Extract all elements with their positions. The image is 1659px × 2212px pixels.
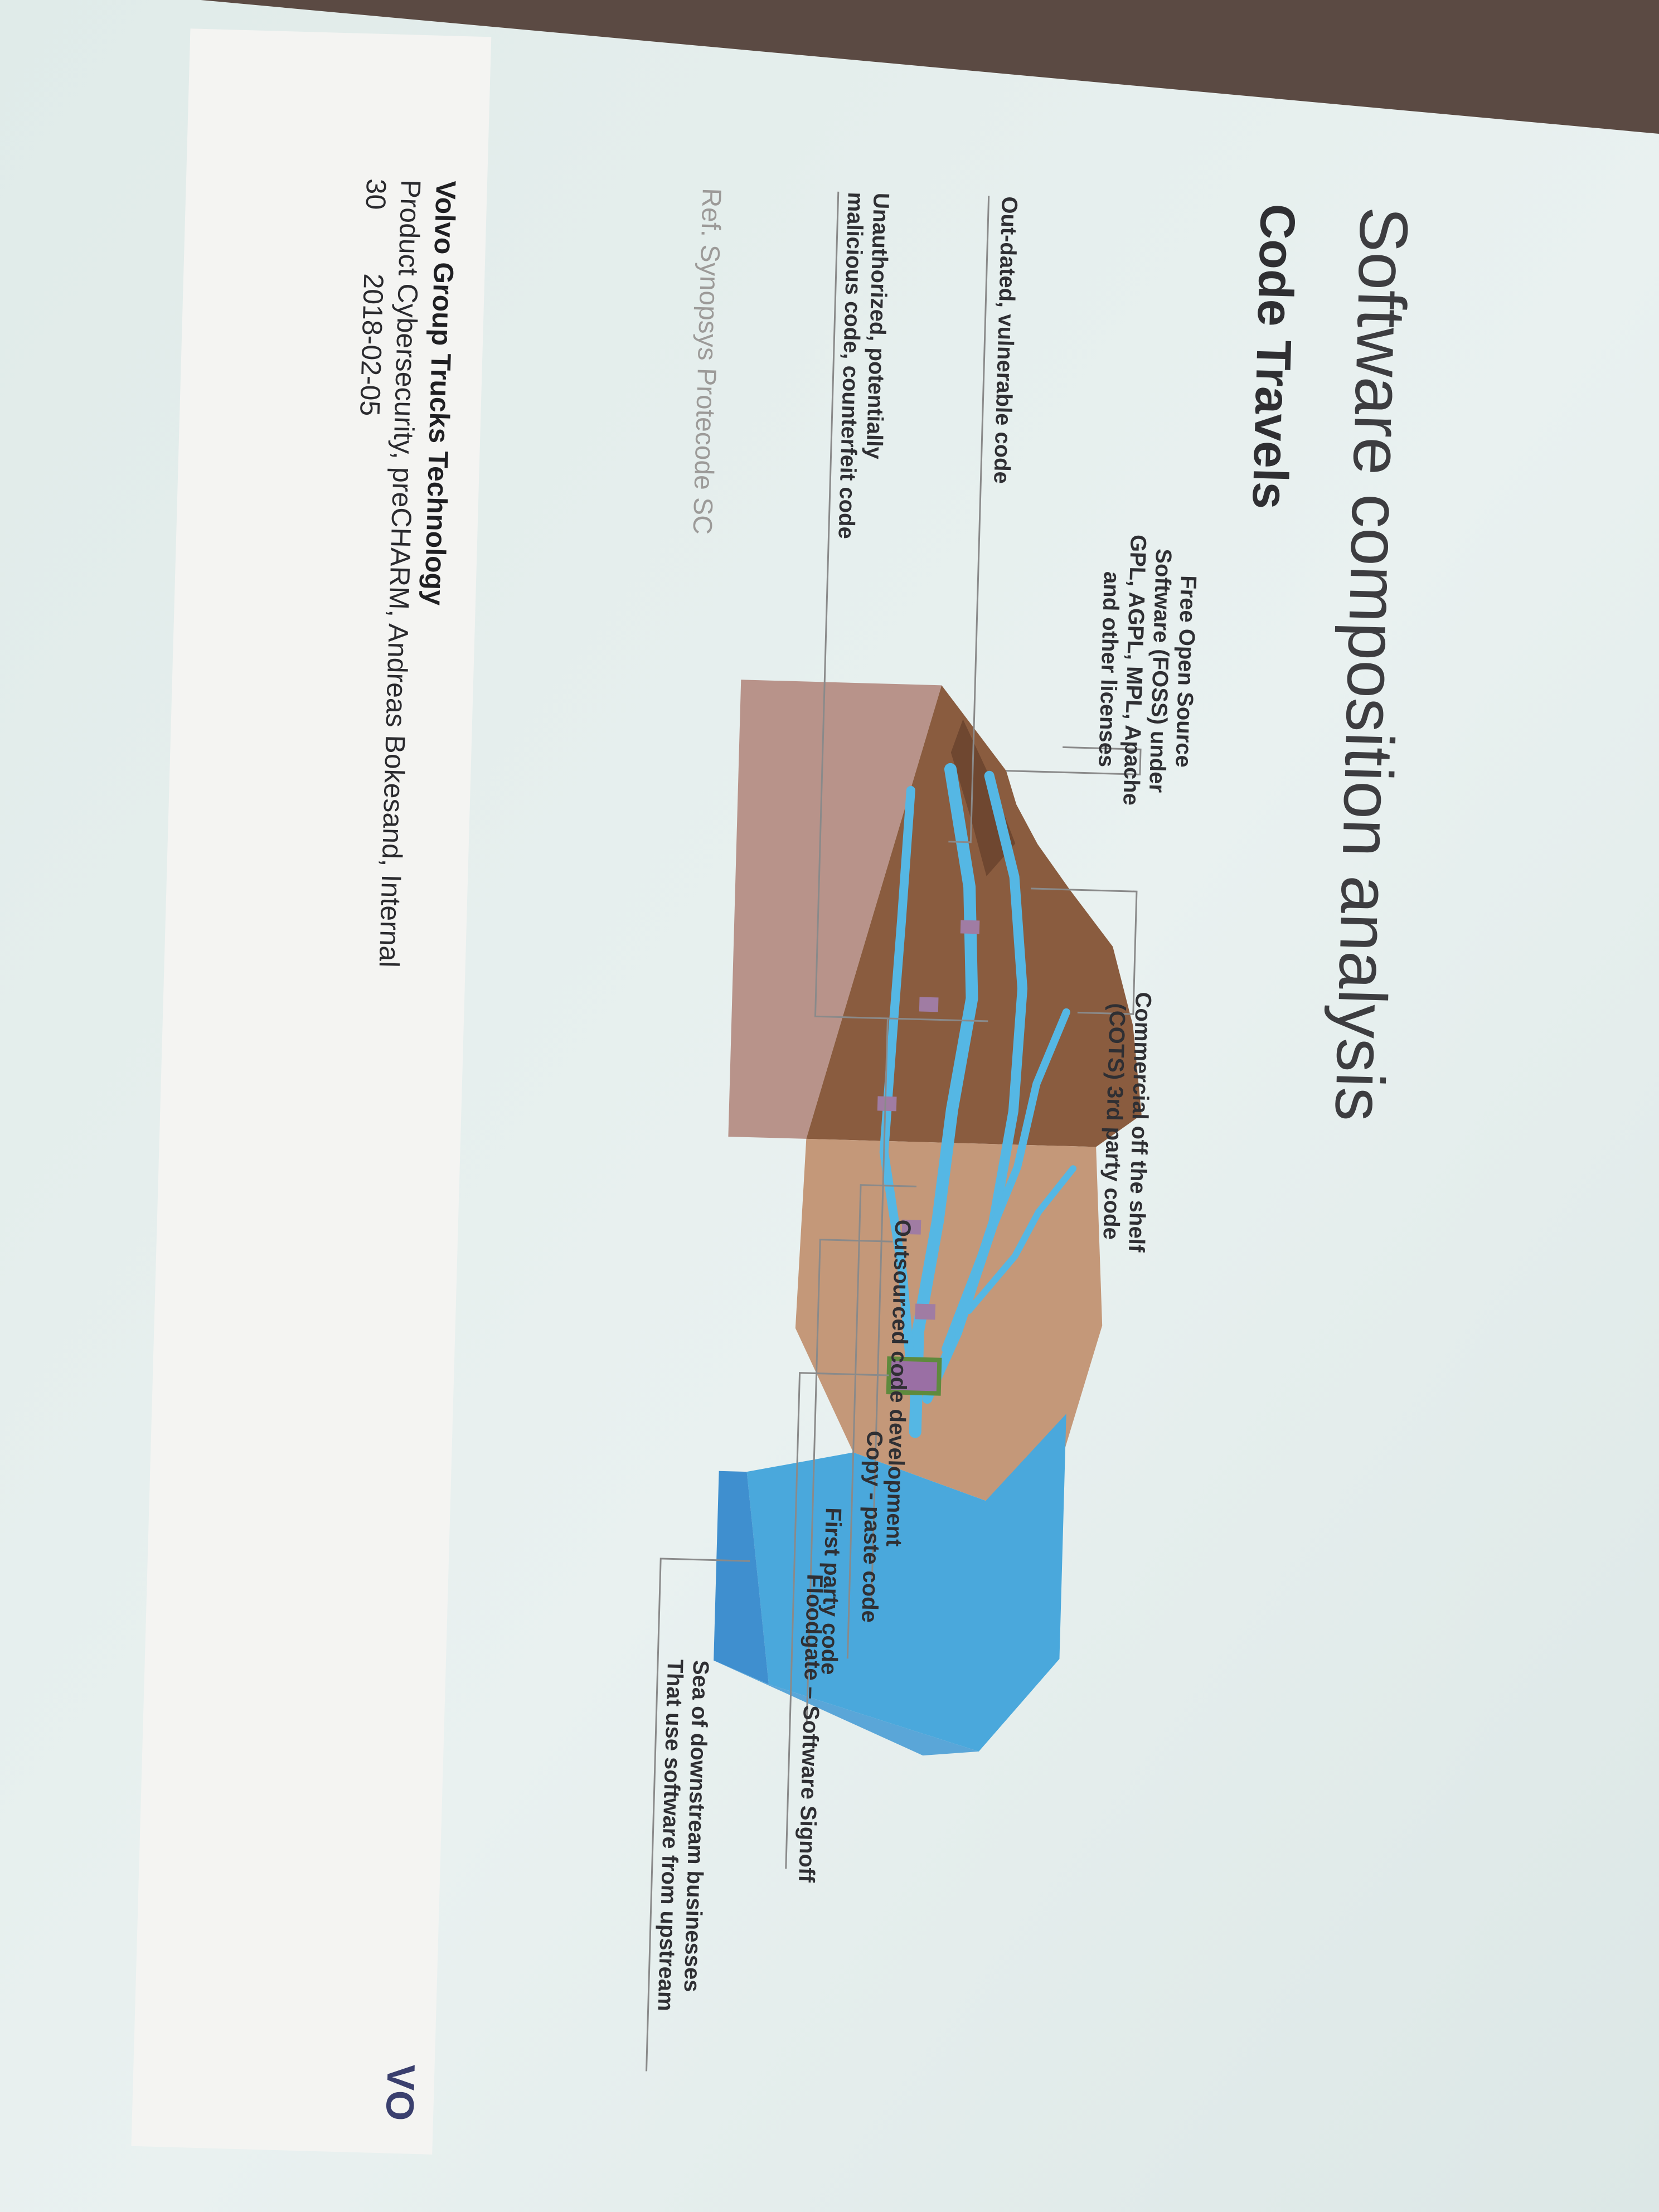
river-branch xyxy=(941,1008,1070,1353)
river-branch-2 xyxy=(965,1165,1077,1314)
leader-outdated xyxy=(948,196,990,843)
label-sea: Sea of downstream businesses That use so… xyxy=(653,1659,714,2012)
leader-copy-paste xyxy=(846,1184,917,1659)
label-copy-paste: Copy - paste code xyxy=(857,1430,887,1623)
cargo-box-5 xyxy=(915,1303,936,1320)
label-unauthorized: Unauthorized, potentially malicious code… xyxy=(833,192,894,540)
callout-leader-lines xyxy=(646,191,1142,2072)
projected-slide: Software composition analysis Code Trave… xyxy=(131,28,1527,2184)
cargo-box-1 xyxy=(960,920,980,934)
sea-top xyxy=(746,1414,1066,1752)
page-number: 30 xyxy=(360,178,392,211)
code-river-illustration xyxy=(714,680,1142,1756)
leader-sea xyxy=(646,1558,750,2072)
cargo-box-2 xyxy=(919,997,939,1012)
label-foss: Free Open Source Software (FOSS) under G… xyxy=(1094,534,1201,806)
cargo-box-4 xyxy=(901,1219,921,1235)
leader-cots xyxy=(1030,887,1138,1015)
cargo-box-3 xyxy=(877,1096,897,1112)
terrain-ridge-dark xyxy=(950,719,1016,876)
brand-logo-fragment: VO xyxy=(377,2064,423,2122)
leader-floodgate xyxy=(785,1372,889,1869)
leader-first-party xyxy=(806,1239,893,1725)
footer-page-date: 30 2018-02-05 xyxy=(353,178,392,416)
leader-foss xyxy=(1006,746,1142,775)
sea-side-face xyxy=(714,1660,979,1756)
leader-unauthorized xyxy=(814,191,888,1020)
sea-front-face xyxy=(714,1471,769,1685)
river-upper xyxy=(922,770,1028,1404)
river-main xyxy=(909,763,978,1438)
terrain-plain xyxy=(795,1138,1103,1501)
river-lower xyxy=(879,785,916,1381)
terrain-side-face xyxy=(728,680,942,1139)
footer-date: 2018-02-05 xyxy=(354,273,390,417)
label-cots: Commercial off the shelf (COTS) 3rd part… xyxy=(1098,992,1156,1253)
